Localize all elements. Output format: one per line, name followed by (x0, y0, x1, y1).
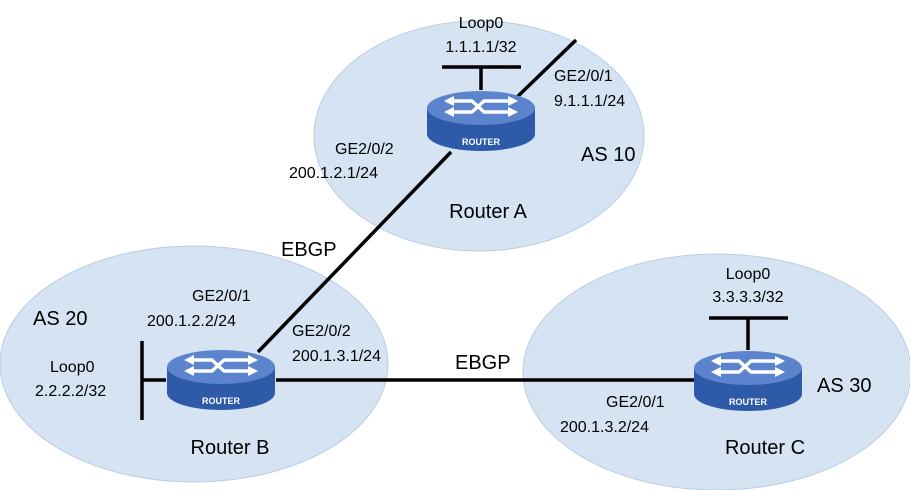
router-a-loopback-ip: 1.1.1.1/32 (445, 39, 516, 56)
router-a-ge201-name: GE2/0/1 (554, 68, 613, 85)
router-b-loopback-ip: 2.2.2.2/32 (35, 383, 106, 400)
router-c-label: Router C (725, 437, 805, 459)
router-c-loopback-ip: 3.3.3.3/32 (712, 289, 783, 306)
link-b-c-label: EBGP (455, 352, 511, 374)
router-b-ge201-ip: 200.1.2.2/24 (147, 313, 236, 330)
link-a-b-label: EBGP (281, 239, 337, 261)
router-c-ge201-name: GE2/0/1 (606, 394, 665, 411)
link-a-external (512, 38, 578, 102)
router-b-icon-text: ROUTER (202, 396, 241, 406)
as-30-label: AS 30 (817, 375, 871, 397)
router-c-loopback-name: Loop0 (726, 266, 771, 283)
router-b-loopback-name: Loop0 (50, 359, 95, 376)
router-a-ge202-ip: 200.1.2.1/24 (289, 165, 378, 182)
router-c-ge201-ip: 200.1.3.2/24 (560, 419, 649, 436)
as-10-label: AS 10 (581, 144, 635, 166)
router-b-ge201-name: GE2/0/1 (192, 288, 251, 305)
router-a-ge202-name: GE2/0/2 (335, 141, 394, 158)
router-b-ge202-ip: 200.1.3.1/24 (292, 348, 381, 365)
router-a-ge201-ip: 9.1.1.1/24 (554, 93, 625, 110)
router-a-label: Router A (449, 201, 527, 223)
router-b-icon[interactable]: ROUTER (165, 348, 277, 412)
router-a-icon-text: ROUTER (462, 137, 501, 147)
router-a-loopback-name: Loop0 (459, 15, 504, 32)
router-a-icon[interactable]: ROUTER (425, 89, 537, 153)
router-c-icon[interactable]: ROUTER (692, 349, 804, 413)
router-c-icon-text: ROUTER (729, 397, 768, 407)
link-a-b (256, 150, 453, 354)
as-20-label: AS 20 (33, 308, 87, 330)
router-b-label: Router B (191, 437, 270, 459)
router-b-ge202-name: GE2/0/2 (292, 323, 351, 340)
